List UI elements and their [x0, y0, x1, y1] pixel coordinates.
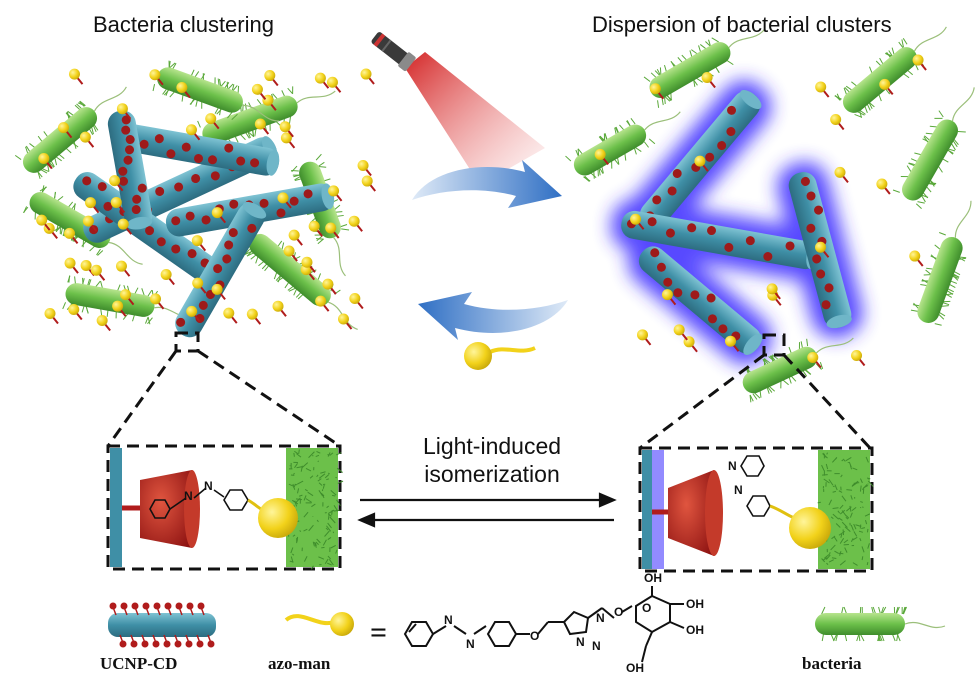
process-label-line1: Light-induced [422, 433, 562, 459]
bacteria-label: bacteria [802, 654, 862, 673]
process-label-line2: isomerization [424, 461, 560, 487]
bacterium-icon [742, 337, 854, 403]
ucnp-rod-icon [638, 246, 763, 356]
nitrogen-label: N [466, 637, 475, 651]
ucnp-rod-icon [107, 110, 153, 230]
hydroxyl-label: OH [626, 661, 644, 675]
bound-complex-detail: N N [110, 448, 344, 570]
azo-man-icon [284, 612, 354, 636]
released-complex-detail: N N [642, 450, 874, 569]
bacterium-icon [565, 111, 681, 182]
bacterium-icon [910, 200, 972, 326]
ucnp-cd-label: UCNP-CD [100, 654, 178, 673]
nitrogen-label: N [596, 611, 605, 625]
nitrogen-label: N [592, 639, 601, 653]
oxygen-label: O [530, 629, 539, 643]
hydroxyl-label: OH [686, 623, 704, 637]
process-label: Light-induced isomerization [382, 432, 602, 488]
right-title: Dispersion of bacterial clusters [592, 12, 892, 37]
ucnp-rod-icon [175, 201, 267, 338]
bacterium-icon [815, 606, 946, 642]
equilibrium-arrows [357, 492, 617, 528]
equals-sign: = [370, 616, 388, 649]
cycle-arrows-icon [412, 160, 568, 340]
bacteria-cluster-illustration [14, 60, 376, 338]
bacterium-icon [152, 60, 280, 122]
nitrogen-label: N [444, 613, 453, 627]
bacteria-icon [815, 606, 946, 642]
oxygen-label: O [614, 605, 623, 619]
nitrogen-label: N [204, 479, 213, 493]
bacterium-icon [834, 26, 947, 118]
nitrogen-label: N [734, 483, 743, 497]
dispersed-cluster-illustration [565, 26, 975, 403]
ucnp-cd-icon [108, 602, 216, 648]
flashlight-icon [371, 32, 545, 185]
oxygen-label: O [642, 601, 651, 615]
zoom-callout-left [106, 331, 342, 571]
nitrogen-label: N [576, 635, 585, 649]
hydroxyl-label: OH [686, 597, 704, 611]
zoom-callout-right [638, 333, 874, 573]
nitrogen-label: N [728, 459, 737, 473]
bacterium-icon [892, 87, 975, 209]
left-title: Bacteria clustering [93, 12, 274, 37]
chem-atom-labels: N N O N N N O O OH OH OH OH [444, 571, 704, 675]
azo-mannose-structure [403, 586, 685, 663]
bacterium-icon [643, 28, 766, 108]
azo-man-label: azo-man [268, 654, 331, 673]
hydroxyl-label: OH [644, 571, 662, 585]
nitrogen-label: N [184, 489, 193, 503]
free-azo-man-icon [464, 342, 536, 370]
